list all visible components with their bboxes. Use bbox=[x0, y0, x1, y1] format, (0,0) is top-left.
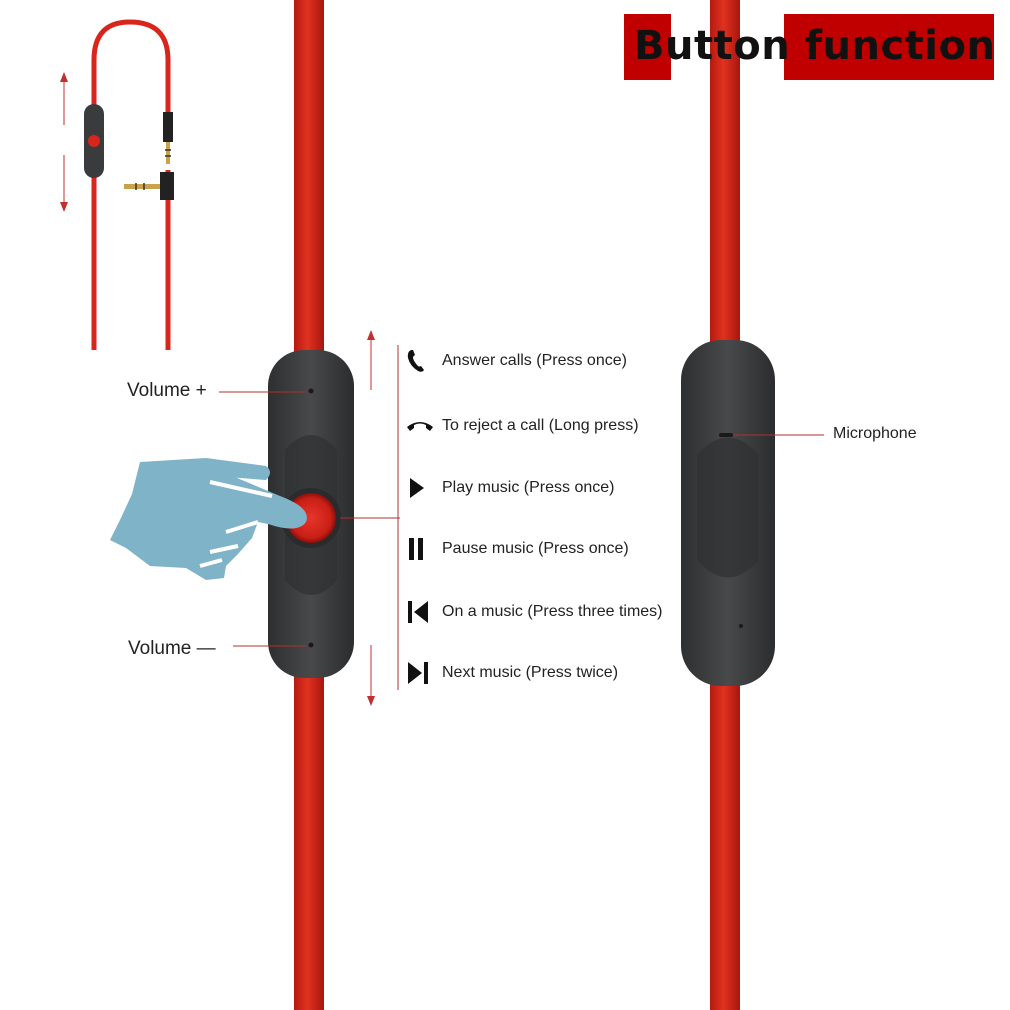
phone-answer-icon bbox=[406, 347, 434, 375]
thumbnail-cable bbox=[60, 19, 174, 350]
leader-lines bbox=[219, 345, 824, 690]
volume-up-label: Volume + bbox=[127, 380, 207, 401]
volume-arrows bbox=[367, 330, 375, 706]
straight-jack-plug bbox=[166, 142, 170, 164]
volume-down-dot bbox=[308, 642, 314, 648]
function-row-answer: Answer calls (Press once) bbox=[406, 347, 706, 375]
thumbnail-button bbox=[88, 135, 100, 147]
next-track-icon bbox=[406, 659, 434, 687]
straight-jack-body bbox=[163, 112, 173, 142]
function-row-previous: On a music (Press three times) bbox=[406, 598, 706, 626]
function-row-play: Play music (Press once) bbox=[406, 474, 706, 502]
left-remote bbox=[268, 350, 354, 678]
volume-down-label: Volume — bbox=[128, 638, 216, 659]
function-row-pause: Pause music (Press once) bbox=[406, 535, 706, 563]
microphone-label: Microphone bbox=[833, 425, 917, 442]
pause-icon bbox=[406, 535, 434, 563]
play-icon bbox=[406, 474, 434, 502]
function-row-reject: To reject a call (Long press) bbox=[406, 412, 706, 440]
function-text: Answer calls (Press once) bbox=[442, 352, 627, 369]
title-highlight-2 bbox=[784, 14, 994, 80]
left-cable bbox=[294, 0, 324, 1010]
phone-hangup-icon bbox=[406, 412, 434, 440]
function-text: To reject a call (Long press) bbox=[442, 417, 639, 434]
function-text: Pause music (Press once) bbox=[442, 540, 629, 557]
pointing-hand-icon bbox=[110, 458, 307, 580]
function-text: Play music (Press once) bbox=[442, 479, 615, 496]
function-row-next: Next music (Press twice) bbox=[406, 659, 706, 687]
title-highlight-1 bbox=[624, 14, 671, 80]
right-cable bbox=[710, 0, 740, 1010]
previous-track-icon bbox=[406, 598, 434, 626]
volume-up-dot bbox=[308, 388, 314, 394]
angled-jack-plug bbox=[124, 184, 160, 189]
right-remote bbox=[681, 340, 775, 686]
function-text: Next music (Press twice) bbox=[442, 664, 619, 681]
angled-jack-body bbox=[160, 172, 174, 200]
page-title: Button function bbox=[634, 23, 996, 69]
microphone-hole bbox=[719, 433, 733, 437]
function-text: On a music (Press three times) bbox=[442, 603, 663, 620]
